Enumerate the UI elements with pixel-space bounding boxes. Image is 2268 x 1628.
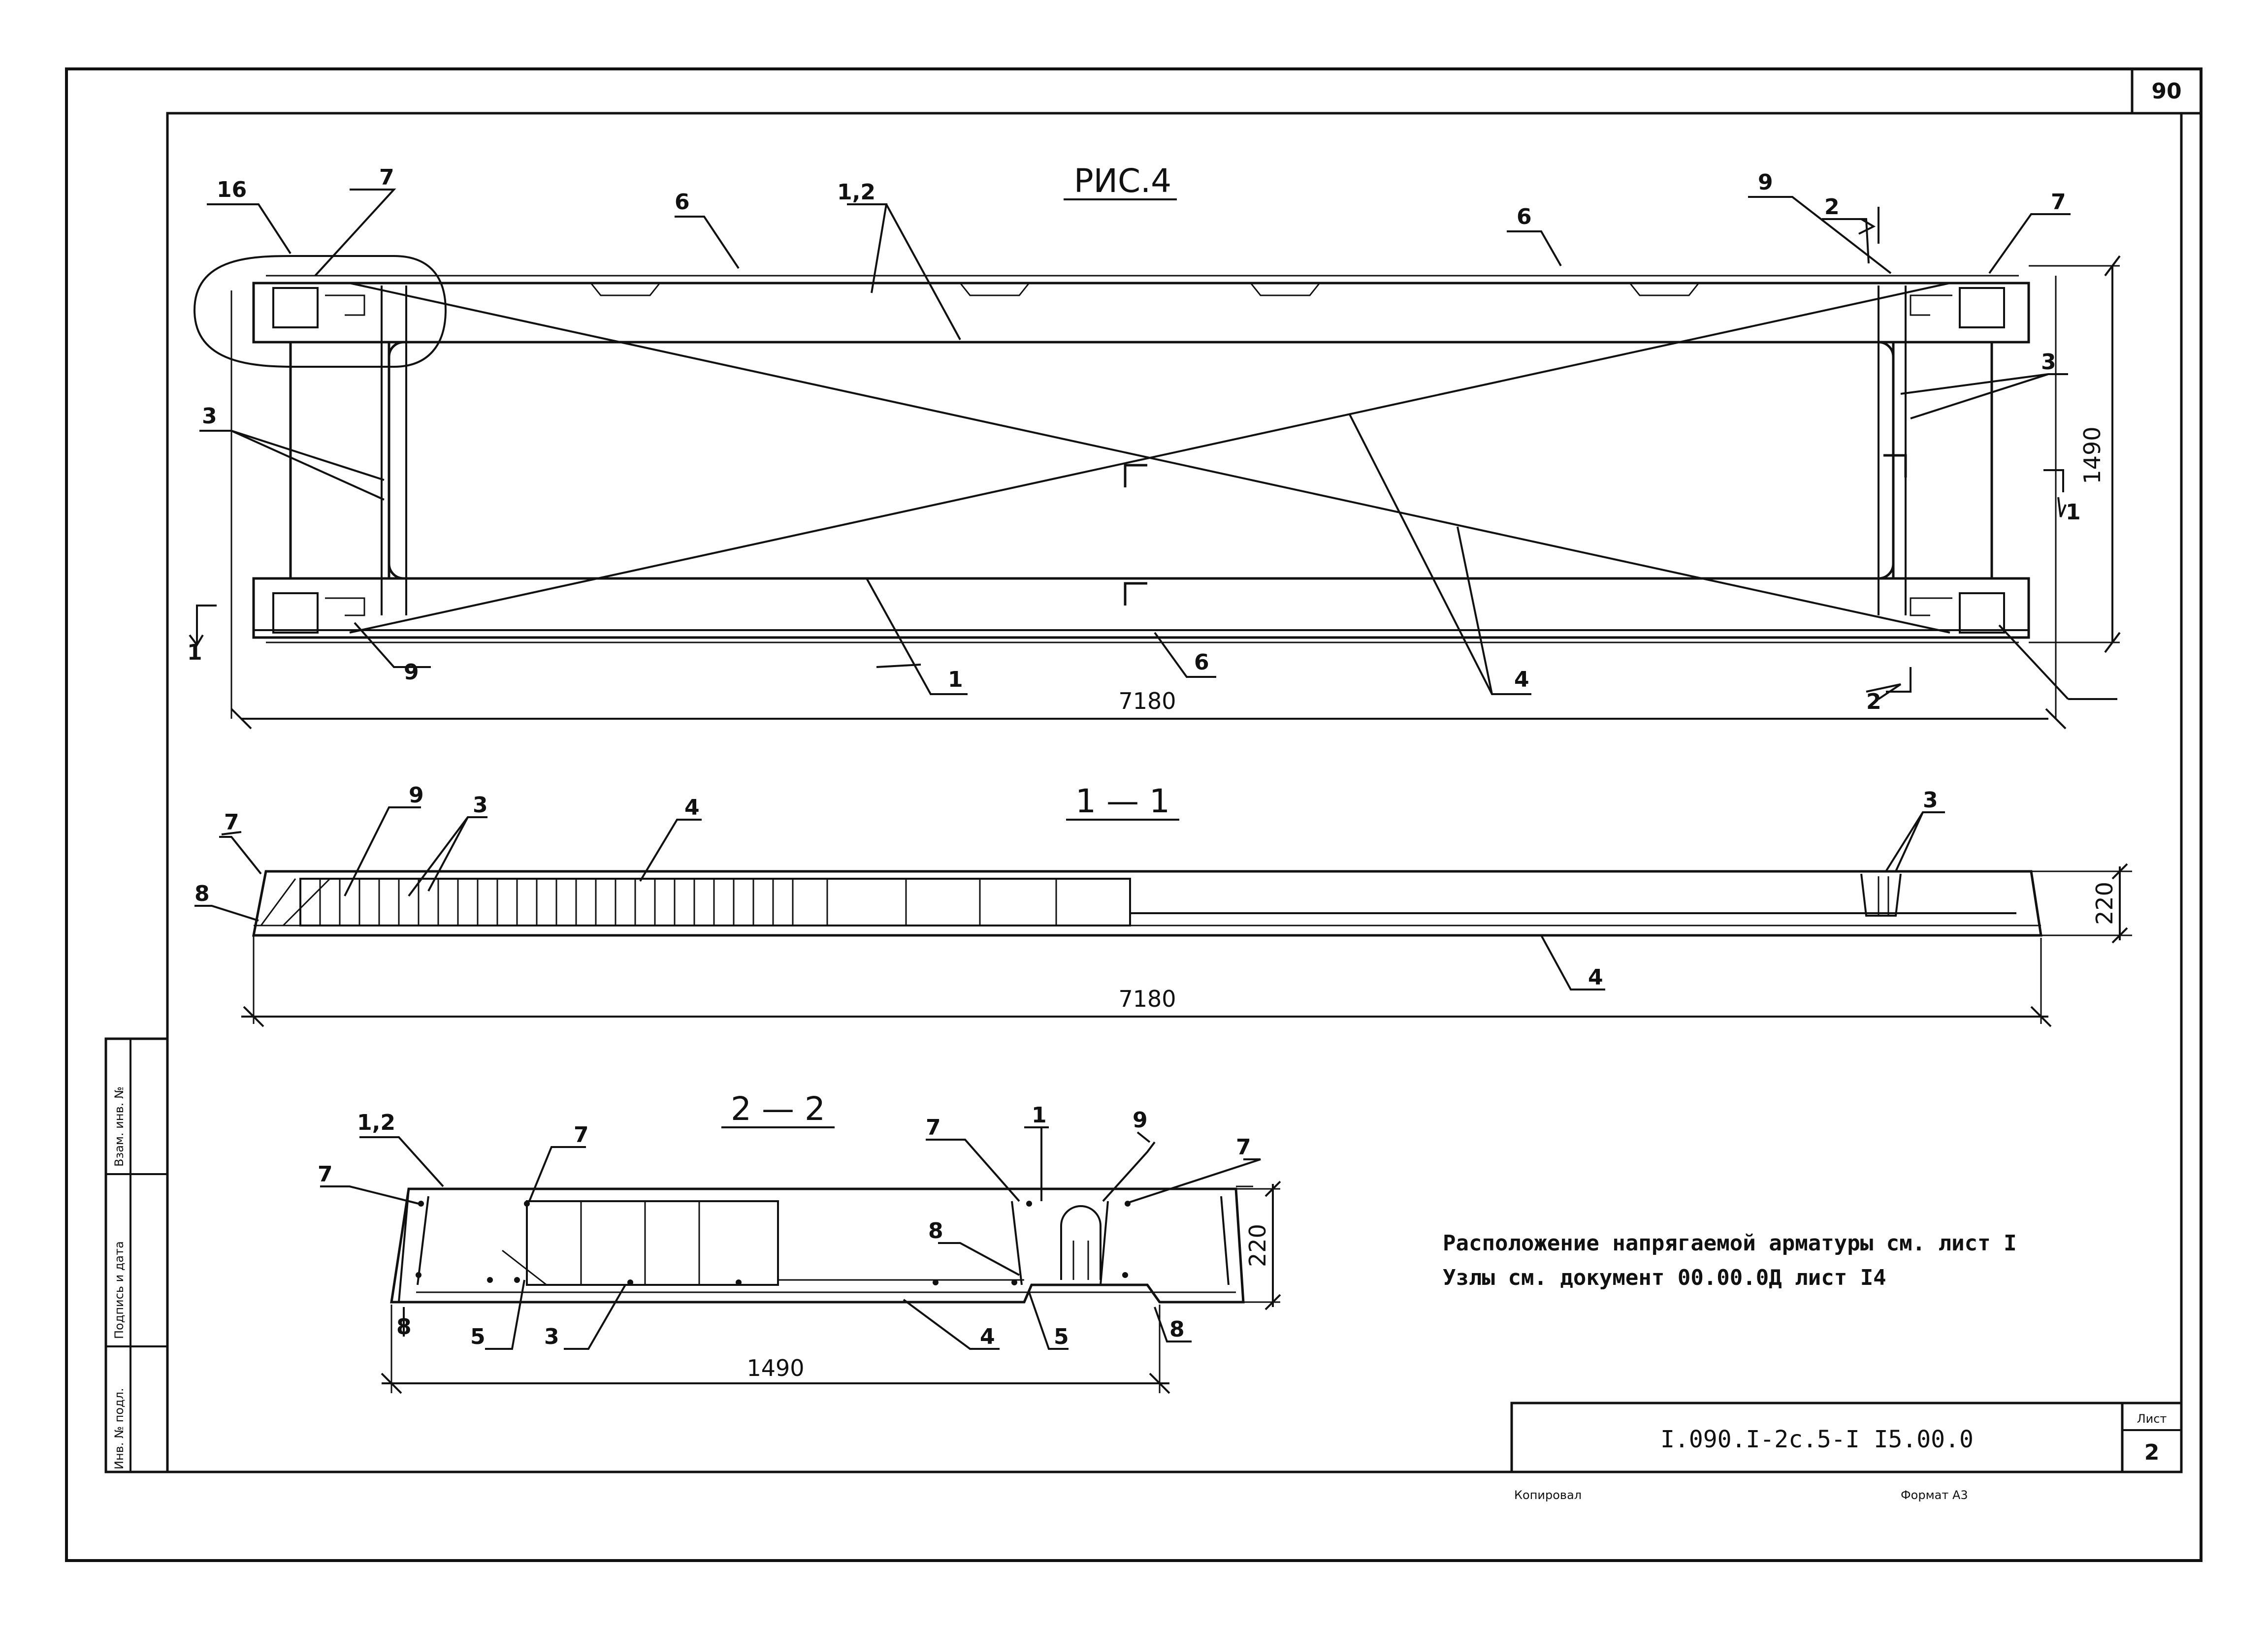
plan-label-1-bottom: 1	[948, 667, 963, 692]
notes: Расположение напрягаемой арматуры см. ли…	[1443, 1231, 2017, 1290]
plan-label-4-bottom: 4	[1514, 667, 1529, 692]
section-2-2-label-8-left: 8	[396, 1314, 412, 1340]
stamp-field-replaced: Взам. инв. №	[112, 1086, 126, 1167]
section-1-1-label-8: 8	[194, 881, 210, 906]
section-2-2-title: 2 — 2	[731, 1090, 825, 1128]
note-line-2: Узлы см. документ 00.00.0Д лист I4	[1443, 1265, 1886, 1290]
stamp-field-inventory: Инв. № подл.	[112, 1388, 126, 1469]
section-2-2-label-7-b: 7	[318, 1162, 333, 1187]
figure-4-leaders	[189, 189, 2117, 700]
plan-section-1-right: 1	[2066, 500, 2081, 525]
section-1-1-label-4-bottom: 4	[1588, 965, 1603, 990]
sheet-value: 2	[2144, 1440, 2160, 1465]
note-line-1: Расположение напрягаемой арматуры см. ли…	[1443, 1231, 2017, 1256]
plan-section-2-bottom: 2	[1866, 689, 1881, 714]
sheet-number: 90	[2151, 79, 2181, 104]
plan-label-16: 16	[217, 177, 247, 202]
plan-label-1-2-top: 1,2	[837, 180, 875, 205]
section-1-1-height-dimension: 220	[2091, 882, 2118, 925]
section-2-2-width-dimension: 1490	[746, 1355, 804, 1381]
section-1-1-title: 1 — 1	[1075, 782, 1170, 820]
plan-height-dimension: 1490	[2079, 426, 2106, 484]
plan-label-9-top: 9	[1758, 170, 1773, 195]
sheet-label: Лист	[2137, 1412, 2167, 1426]
section-1-1-stirrups	[319, 879, 1057, 926]
section-2-2-labels: 1,2 7 7 7 1 9 7 8 8 5 3 4 5 8 220 1490	[318, 1103, 1271, 1381]
section-1-1-label-7: 7	[224, 810, 239, 835]
section-1-1-length-dimension: 7180	[1118, 986, 1176, 1012]
section-2-2-label-4: 4	[980, 1324, 995, 1349]
section-1-1-label-3: 3	[473, 793, 488, 818]
footer: Копировал Формат А3	[1514, 1488, 1968, 1502]
section-2-2-height-dimension: 220	[1244, 1224, 1271, 1267]
plan-label-7-right: 7	[2051, 190, 2066, 215]
section-2-2-label-5-right: 5	[1054, 1324, 1069, 1349]
plan-label-3-right: 3	[2041, 350, 2056, 375]
figure-title: РИС.4	[1074, 162, 1171, 200]
section-1-1-leaders	[194, 806, 2132, 1027]
plan-label-6-bottom: 6	[1194, 650, 1209, 675]
section-2-2: 2 — 2	[390, 1090, 1245, 1304]
side-stamp: Взам. инв. № Подпись и дата Инв. № подл.	[104, 1037, 169, 1473]
plan-label-6-top-right: 6	[1517, 204, 1532, 229]
section-1-1-label-9: 9	[409, 783, 424, 808]
plan-section-1: 1	[187, 640, 202, 665]
plan-length-dimension: 7180	[1118, 688, 1176, 714]
section-2-2-label-8-right: 8	[1169, 1317, 1185, 1342]
section-2-2-label-1: 1	[1032, 1103, 1047, 1128]
plan-label-3-left: 3	[202, 404, 217, 429]
figure-4-dimensions: 7180 1490	[1118, 426, 2106, 714]
section-2-2-label-7-d: 7	[1236, 1135, 1251, 1160]
stamp-field-signature: Подпись и дата	[112, 1241, 126, 1339]
section-1-1: 1 — 1	[252, 782, 2042, 937]
plan-label-7-left: 7	[379, 165, 394, 190]
plan-label-6-top: 6	[675, 190, 690, 215]
section-2-2-label-7-a: 7	[574, 1122, 589, 1148]
section-2-2-bar-dots	[416, 1201, 1131, 1285]
title-block: I.090.I-2c.5-I I5.00.0 Лист 2	[1510, 1402, 2183, 1473]
plan-label-9-bottom: 9	[404, 660, 419, 685]
plan-section-2-top: 2	[1824, 194, 1840, 220]
section-2-2-label-1-2: 1,2	[357, 1110, 395, 1135]
section-2-2-label-8-top: 8	[928, 1218, 943, 1244]
section-1-1-label-4-top: 4	[684, 795, 700, 820]
figure-4-plan: РИС.4	[193, 162, 2121, 730]
copied-by: Копировал	[1514, 1488, 1582, 1502]
section-2-2-label-3: 3	[544, 1324, 559, 1349]
section-1-1-labels: 7 9 3 4 3 8 4 220 7180	[194, 783, 2118, 1012]
paper-format: Формат А3	[1901, 1488, 1968, 1502]
section-2-2-label-7-c: 7	[926, 1115, 941, 1140]
section-1-1-label-3-right: 3	[1923, 788, 1938, 813]
section-2-2-label-9: 9	[1133, 1108, 1148, 1133]
sheet-number-box: 90	[2131, 67, 2203, 115]
figure-4-labels: 16 7 6 1,2 9 2 6 7 3 3 1 1 9 1 6 4 2	[187, 165, 2081, 714]
document-code: I.090.I-2c.5-I I5.00.0	[1660, 1426, 1974, 1453]
section-2-2-label-5-left: 5	[470, 1324, 486, 1349]
section-2-2-leaders	[320, 1126, 1281, 1394]
sheet-frame	[65, 67, 2203, 1562]
